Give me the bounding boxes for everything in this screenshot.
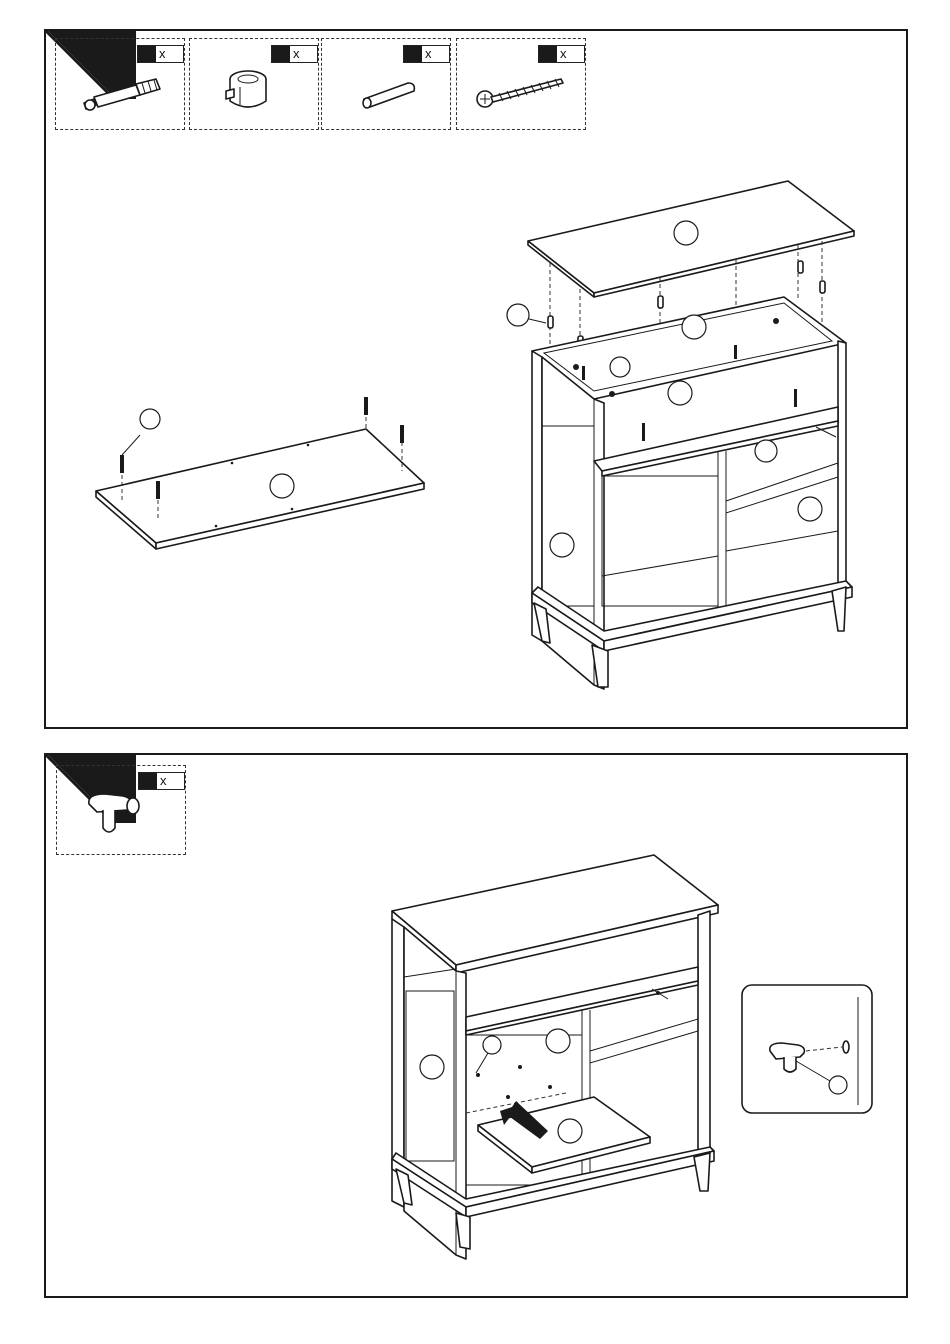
cabinet-assembly-2 bbox=[392, 855, 718, 1259]
detail-inset bbox=[742, 985, 872, 1113]
part-callout bbox=[270, 474, 294, 498]
part-callout bbox=[140, 409, 160, 429]
step-panel-2: x bbox=[44, 753, 908, 1298]
step-1-illustration bbox=[46, 31, 906, 727]
step-panel-1: x x x x bbox=[44, 29, 908, 729]
cabinet-assembly-1 bbox=[507, 181, 854, 689]
step-2-illustration bbox=[46, 755, 906, 1296]
top-board-with-dowels bbox=[96, 397, 424, 549]
